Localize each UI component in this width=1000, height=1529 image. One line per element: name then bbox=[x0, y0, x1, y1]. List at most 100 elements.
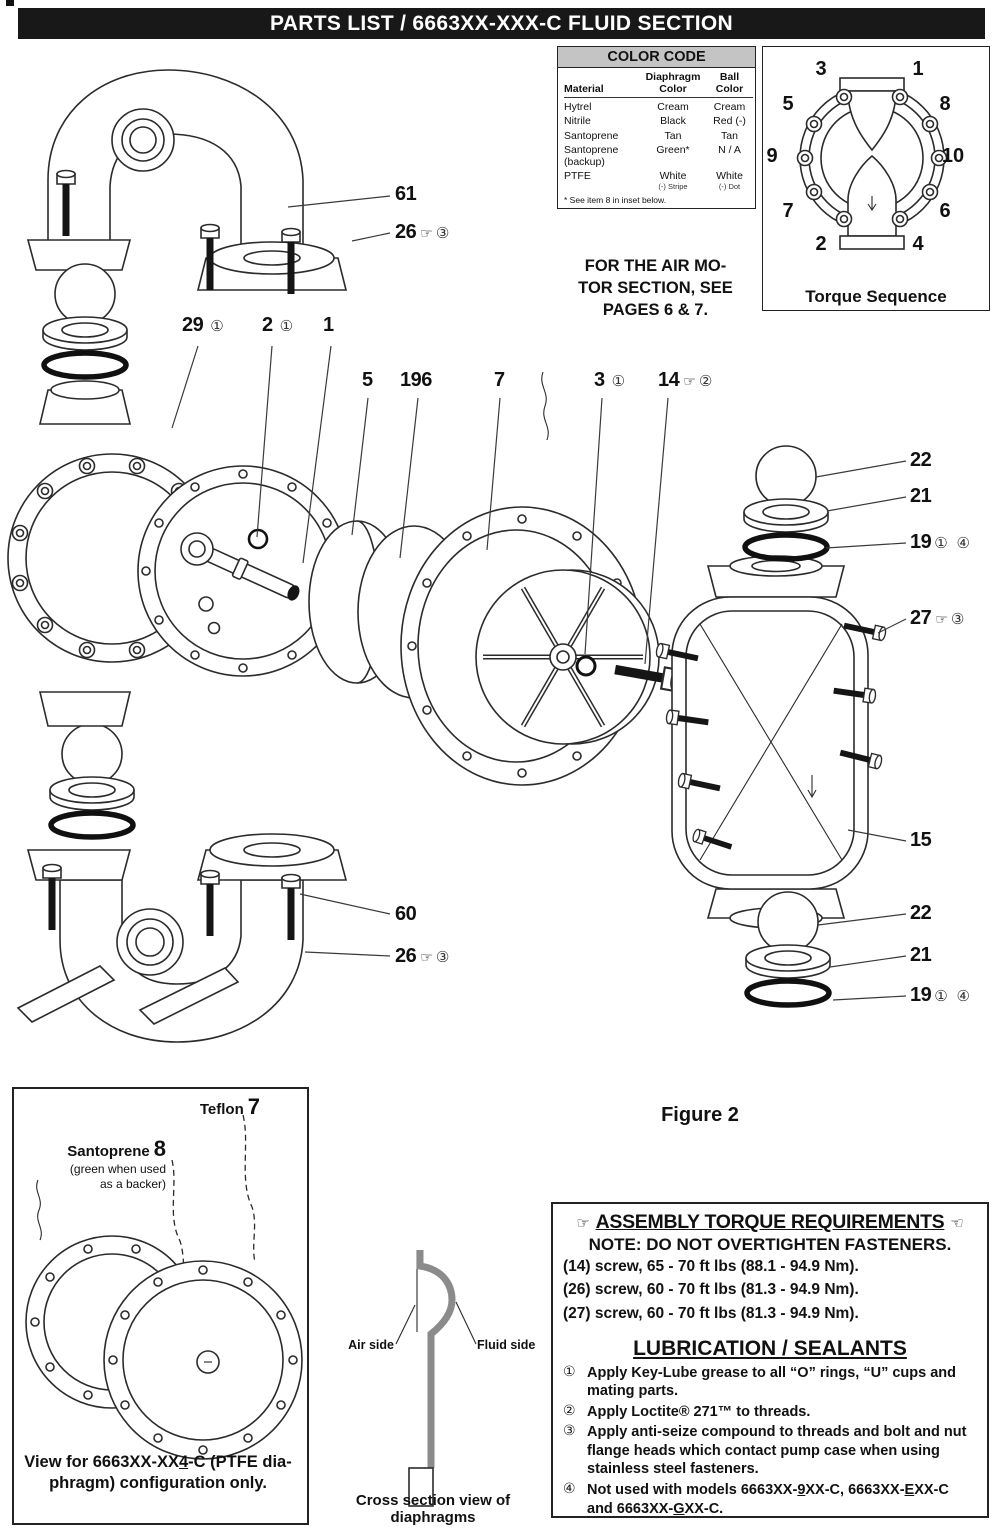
circled-3-icon: ③ bbox=[563, 1423, 576, 1440]
air-side-label: Air side bbox=[348, 1338, 394, 1352]
callout-27: 27☞③ bbox=[910, 607, 967, 629]
cross-section-caption: Cross section view of diaphragms bbox=[355, 1492, 511, 1526]
table-cell: Tan bbox=[664, 129, 682, 142]
column-header-ball: Ball Color bbox=[706, 71, 753, 98]
page-header: PARTS LIST / 6663XX-XXX-C FLUID SECTION bbox=[18, 8, 985, 39]
pump-casing-right bbox=[654, 555, 888, 929]
callout-14: 14☞② bbox=[658, 369, 715, 391]
table-cell: Santoprene bbox=[564, 129, 619, 142]
inset-caption: View for 6663XX-XX4-C (PTFE dia-phragm) … bbox=[24, 1453, 292, 1493]
torque-bolt-number: 7 bbox=[782, 200, 794, 222]
hand-left-icon: ☜ bbox=[950, 1214, 964, 1232]
torque-bolt-number: 5 bbox=[782, 93, 794, 115]
hand-icon: ☞ bbox=[935, 612, 948, 628]
color-code-table: COLOR CODE Material Diaphragm Color Ball… bbox=[557, 46, 756, 209]
torque-sequence-art bbox=[796, 77, 948, 250]
scan-artifact bbox=[6, 0, 14, 6]
table-cell: Green* bbox=[656, 144, 690, 157]
callout-22: 22 bbox=[910, 449, 932, 471]
torque-bolt-number: 6 bbox=[939, 200, 951, 222]
table-cell: PTFE bbox=[564, 170, 591, 183]
torque-bolt-number: 4 bbox=[912, 233, 924, 255]
ball-seat-oring-stack bbox=[744, 446, 828, 559]
lubrication-item-2: ② Apply Loctite® 271™ to threads. bbox=[563, 1402, 811, 1420]
callout-26b: 26☞③ bbox=[395, 945, 452, 967]
circled-1-icon: ① bbox=[563, 1363, 576, 1380]
o-ring-2 bbox=[247, 528, 269, 550]
table-cell-subtext: (-) Stripe bbox=[658, 181, 688, 191]
table-cell: Hytrel bbox=[564, 100, 592, 113]
hand-icon: ☞ bbox=[420, 950, 433, 966]
column-header-material: Material bbox=[564, 71, 640, 98]
table-cell: White (-) Dot bbox=[706, 170, 753, 193]
torque-bolt-number: 1 bbox=[912, 58, 924, 80]
table-cell: Tan bbox=[721, 129, 738, 142]
lubrication-item-3: ③ Apply anti-seize compound to threads a… bbox=[563, 1423, 967, 1478]
assembly-requirements-box: ☞ASSEMBLY TORQUE REQUIREMENTS☜ NOTE: DO … bbox=[551, 1202, 989, 1518]
manifold-top bbox=[26, 69, 348, 295]
torque-bolt-number: 9 bbox=[766, 145, 778, 167]
table-cell: Cream bbox=[713, 100, 746, 113]
ball-seat-oring-stack bbox=[50, 724, 134, 837]
column-header-diaphragm: Diaphragm Color bbox=[640, 71, 706, 98]
washer-3 bbox=[575, 655, 597, 677]
callout-21b: 21 bbox=[910, 944, 932, 966]
torque-spec-line: (27) screw, 60 - 70 ft lbs (81.3 - 94.9 … bbox=[563, 1304, 859, 1322]
leader-lines bbox=[171, 195, 907, 1001]
table-cell: Santoprene (backup) bbox=[564, 144, 619, 168]
table-cell: N / A bbox=[718, 144, 741, 157]
table-cell: Red (-) bbox=[713, 115, 746, 128]
torque-bolt-number: 10 bbox=[941, 145, 965, 167]
torque-spec-line: (26) screw, 60 - 70 ft lbs (81.3 - 94.9 … bbox=[563, 1281, 859, 1299]
table-cell-subtext: (-) Dot bbox=[718, 181, 741, 191]
lubrication-item-1: ① Apply Key-Lube grease to all “O” rings… bbox=[563, 1363, 957, 1400]
callout-7: 7 bbox=[494, 369, 505, 391]
callout-61: 61 bbox=[395, 183, 417, 205]
hand-icon: ☞ bbox=[420, 226, 433, 242]
callout-15: 15 bbox=[910, 829, 932, 851]
color-code-title: COLOR CODE bbox=[558, 47, 755, 68]
torque-sequence-caption: Torque Sequence bbox=[805, 287, 947, 306]
ball-seat-oring-stack bbox=[43, 264, 127, 377]
torque-bolt-number: 8 bbox=[939, 93, 951, 115]
color-code-footnote: * See item 8 in inset below. bbox=[564, 194, 667, 205]
inset-diaphragms bbox=[25, 1114, 303, 1460]
hand-right-icon: ☞ bbox=[576, 1214, 590, 1232]
callout-26: 26☞③ bbox=[395, 221, 452, 243]
callout-196: 196 bbox=[400, 369, 432, 391]
torque-spec-line: (14) screw, 65 - 70 ft lbs (88.1 - 94.9 … bbox=[563, 1258, 859, 1275]
callout-22b: 22 bbox=[910, 902, 932, 924]
callout-1: 1 bbox=[323, 314, 334, 336]
table-cell: Cream bbox=[657, 100, 689, 113]
figure-label: Figure 2 bbox=[661, 1104, 739, 1126]
ptfe-inset-box bbox=[12, 1087, 309, 1525]
hand-icon: ☞ bbox=[683, 374, 696, 390]
circled-2-icon: ② bbox=[563, 1402, 576, 1419]
cross-section-art bbox=[395, 1250, 477, 1507]
color-code-grid: Material Diaphragm Color Ball Color Hytr… bbox=[558, 68, 755, 194]
circled-4-icon: ④ bbox=[563, 1481, 576, 1498]
torque-requirements-title: ☞ASSEMBLY TORQUE REQUIREMENTS☜ bbox=[576, 1211, 964, 1233]
callout-21: 21 bbox=[910, 485, 932, 507]
diaphragm-rod bbox=[194, 543, 300, 601]
table-cell: White (-) Stripe bbox=[640, 170, 706, 193]
callout-60: 60 bbox=[395, 903, 417, 925]
air-motor-note: FOR THE AIR MO- TOR SECTION, SEE PAGES 6… bbox=[578, 257, 733, 319]
callout-5: 5 bbox=[362, 369, 373, 391]
spoked-wheel bbox=[475, 569, 660, 745]
table-cell: Nitrile bbox=[564, 115, 591, 128]
torque-bolt-number: 3 bbox=[815, 58, 827, 80]
torque-bolt-number: 2 bbox=[815, 233, 827, 255]
manifold-bottom bbox=[16, 833, 348, 1043]
overtighten-note: NOTE: DO NOT OVERTIGHTEN FASTENERS. bbox=[588, 1235, 952, 1254]
lubrication-item-4: ④ Not used with models 6663XX-9XX-C, 666… bbox=[563, 1481, 949, 1517]
